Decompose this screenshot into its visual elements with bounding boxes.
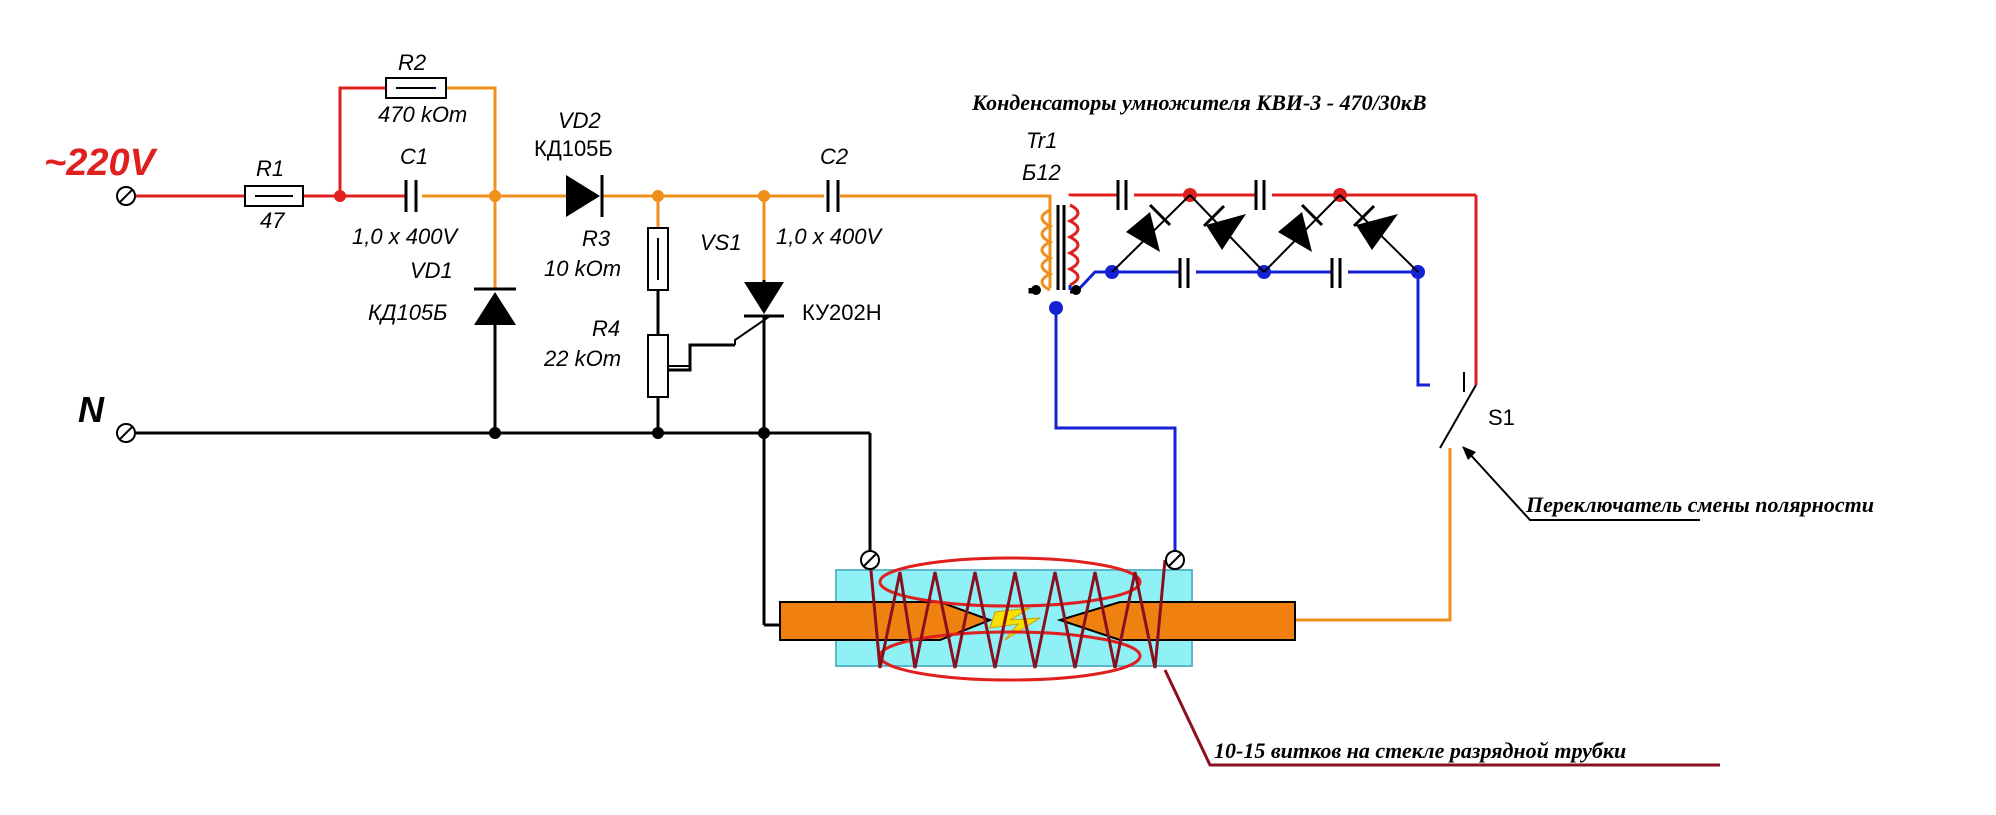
label-phase: ~220V bbox=[44, 142, 158, 184]
resistor-r3 bbox=[647, 227, 669, 291]
capacitor-c2 bbox=[826, 180, 840, 212]
label-neutral: N bbox=[78, 389, 105, 430]
label-r2-value: 470 kOm bbox=[378, 102, 467, 127]
label-vd2-type: КД105Б bbox=[534, 136, 613, 161]
resistor-r2 bbox=[385, 77, 447, 99]
multiplier-note: Конденсаторы умножителя КВИ-3 - 470/30кВ bbox=[971, 90, 1427, 115]
label-vd1-name: VD1 bbox=[410, 258, 453, 283]
multiplier-diodes bbox=[1111, 194, 1419, 273]
label-r4-value: 22 kOm bbox=[543, 346, 621, 371]
label-s1-name: S1 bbox=[1488, 405, 1515, 430]
label-r1-name: R1 bbox=[256, 156, 284, 181]
leader-coil-note bbox=[1163, 669, 1720, 767]
wires-multiplier-red bbox=[1068, 193, 1478, 385]
label-vs1-type: КУ202Н bbox=[802, 300, 882, 325]
label-tr1-name: Tr1 bbox=[1026, 128, 1057, 153]
switch-note: Переключатель смены полярности bbox=[1525, 492, 1874, 517]
label-vs1-name: VS1 bbox=[700, 230, 742, 255]
capacitor-c1 bbox=[404, 180, 418, 212]
label-c2-name: C2 bbox=[820, 144, 848, 169]
label-r2-name: R2 bbox=[398, 50, 426, 75]
label-tr1-type: Б12 bbox=[1022, 160, 1061, 185]
label-vd2-name: VD2 bbox=[558, 108, 601, 133]
wires-phase bbox=[136, 86, 406, 198]
tube-terminal-right bbox=[1165, 550, 1185, 570]
label-r4-name: R4 bbox=[592, 316, 620, 341]
resistor-r1 bbox=[244, 185, 304, 207]
label-r1-value: 47 bbox=[260, 208, 285, 233]
wires-blue bbox=[1054, 270, 1430, 560]
diode-vd2 bbox=[566, 175, 604, 217]
label-c1-value: 1,0 x 400V bbox=[352, 224, 460, 249]
diode-vd1 bbox=[474, 287, 516, 433]
label-c2-value: 1,0 x 400V bbox=[776, 224, 884, 249]
thyristor-vs1 bbox=[734, 280, 784, 345]
label-r3-value: 10 kOm bbox=[544, 256, 621, 281]
terminal-neutral bbox=[116, 423, 136, 443]
leader-switch-note bbox=[1462, 446, 1700, 521]
multiplier-capacitors-bottom bbox=[1178, 258, 1342, 288]
switch-s1 bbox=[1439, 372, 1477, 449]
label-c1-name: C1 bbox=[400, 144, 428, 169]
tube-terminal-left bbox=[860, 550, 880, 570]
multiplier-capacitors-top bbox=[1116, 180, 1266, 210]
label-r3-name: R3 bbox=[582, 226, 611, 251]
terminal-phase bbox=[116, 186, 136, 206]
transformer-tr1 bbox=[1040, 203, 1080, 292]
discharge-tube bbox=[779, 550, 1296, 682]
coil-note: 10-15 витков на стекле разрядной трубки bbox=[1214, 738, 1626, 763]
resistor-r4-potentiometer bbox=[647, 290, 690, 398]
label-vd1-type: КД105Б bbox=[368, 300, 447, 325]
